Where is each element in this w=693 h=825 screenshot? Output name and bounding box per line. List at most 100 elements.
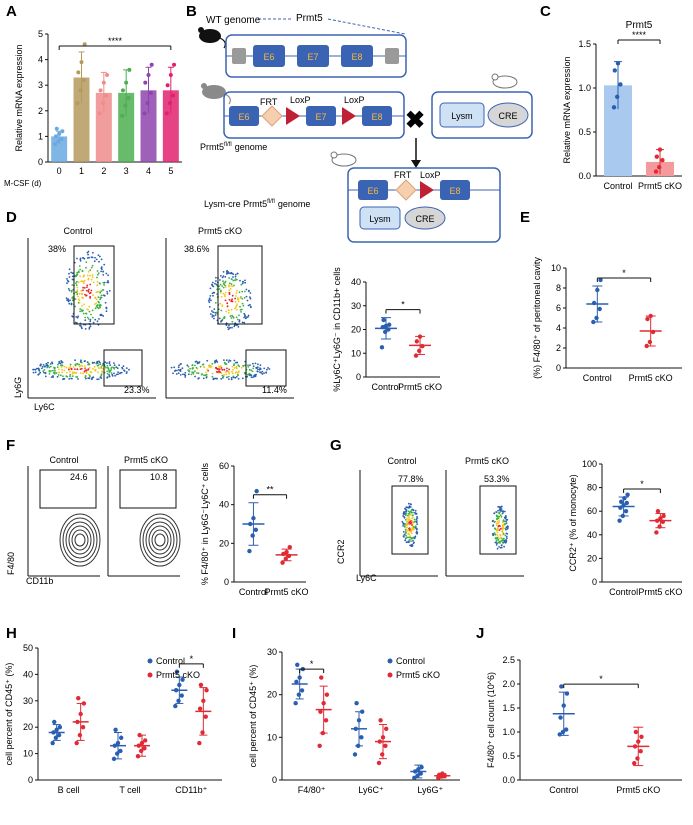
flow-d-right-dot [205,373,208,376]
flow-d-left-dot [78,298,80,301]
flow-d-right-dot [223,368,226,371]
flow-d-right-dot [217,367,219,370]
chart-H-point [74,740,79,746]
flow-g-right-dot [494,533,497,536]
flow-g-right-dot [498,529,501,531]
flow-d-right-dot [237,326,240,328]
flow-g-right-dot [502,533,505,535]
flow-d-left-dot [48,373,51,375]
flow-d-left-dot [90,289,93,292]
flow-d-left-dot [83,279,86,282]
flow-d-right-dot [219,279,221,281]
flow-d-left-dot [68,378,71,380]
flow-g-left-gate: 77.8% [398,474,424,484]
loxp-triangle-2 [342,107,356,125]
flow-d-right-dot [208,298,211,301]
flow-d-left-dot [79,258,82,261]
flow-d-right-dot [244,279,246,282]
flow-g-right-dot [491,520,494,523]
chart-G-point [654,530,659,535]
flox-exon-e8-label: E8 [371,112,382,122]
flow-d-right-dot [170,366,173,369]
flow-d-right-dot [187,373,190,376]
flow-d-right-dot [241,377,244,380]
flow-d-right-dot [248,368,251,371]
flow-d-left-dot [83,282,85,285]
flow-d-right-dot [226,376,228,379]
flow-d-left-dot [108,374,110,376]
chart-H-point [56,732,62,738]
flow-d-left-dot [70,271,73,274]
chart-F-sig-label: * [622,268,626,278]
flow-d-right-dot [181,367,184,370]
panel-letter-e: F [6,437,15,454]
panel-b-schematic: WT genome Prmt5 E6 E7 E8 E6 FRT LoxP E7 … [198,13,533,243]
flow-g-left-dot [403,533,406,536]
flow-d-right-dot [254,362,257,365]
wt-exon-e8-label: E8 [351,52,362,62]
flow-d-left-dot [96,320,99,323]
flow-d-right-dot [225,359,228,362]
flow-e-contour [62,517,98,563]
flow-d-right-dot [238,314,240,317]
flow-d-left-dot [97,272,100,274]
flow-d-right-dot [245,316,248,319]
panel-letter-a: A [6,3,17,20]
flow-d-left-dot [86,316,89,319]
flow-d-right-title: Prmt5 cKO [198,226,242,236]
flow-d-right-dot [226,302,229,305]
flow-d-left-dot [96,362,99,364]
panel-letter-b: B [186,3,197,20]
flow-d-right-dot [231,320,234,323]
flow-d-right-dot [222,271,225,273]
flow-d-left-dot [71,272,74,275]
chart-H-point [52,719,57,725]
flow-d-left-dot [41,367,43,370]
flow-d-right-dot [252,376,254,379]
flow-d-left-dot [90,278,93,281]
chart-A-bar [118,92,135,162]
chart-C-ytick-label: 0.0 [578,171,591,181]
flow-d-left-dot [100,270,102,273]
chart-A-point [148,90,153,95]
wt-exon-e8 [341,45,373,67]
flow-d-right-dot [255,373,257,376]
chart-A-point [171,93,176,98]
chart-H-point [179,693,184,698]
flow-g-right-dot [496,547,499,550]
chart-H-point [118,748,123,754]
flow-d-left-dot [51,362,54,365]
flow-d-right-dot [172,372,174,375]
flow-d-right-dot [230,378,233,381]
flow-d-left-dot [61,371,64,374]
chart-A-point [75,101,80,106]
flow-d-left-dot [86,286,88,288]
flow-d-left-dot [85,266,87,269]
flow-d-left-dot [81,327,83,330]
flow-d-left-dot [75,282,77,285]
flow-d-right-dot [233,367,236,369]
white-mouse-icon-right [491,73,518,89]
flow-d-left-dot [98,318,100,320]
flow-d-left-dot [96,364,99,367]
flow-g-right-dot [492,525,494,527]
panel-letter-j: J [476,625,484,642]
flow-d-left-dot [67,300,70,303]
flow-g-right-dot [498,521,501,523]
flow-d-right-dot [215,367,218,370]
flow-g-right-dot [495,511,498,513]
chart-G-point [624,500,629,506]
flow-d-left-dot [42,364,45,366]
frt-diamond [261,105,283,127]
flow-e-left-gate: 24.6 [70,472,88,482]
final-loxp-label: LoxP [420,170,441,180]
flow-d-left-dot [84,375,87,377]
flow-d-left-dot [97,296,100,298]
wt-exon-e6 [253,45,285,67]
flow-d-left-dot [59,362,62,365]
flow-g-right-dot [503,539,506,542]
flow-d-left-dot [65,297,68,300]
final-frt-label: FRT [394,170,412,180]
